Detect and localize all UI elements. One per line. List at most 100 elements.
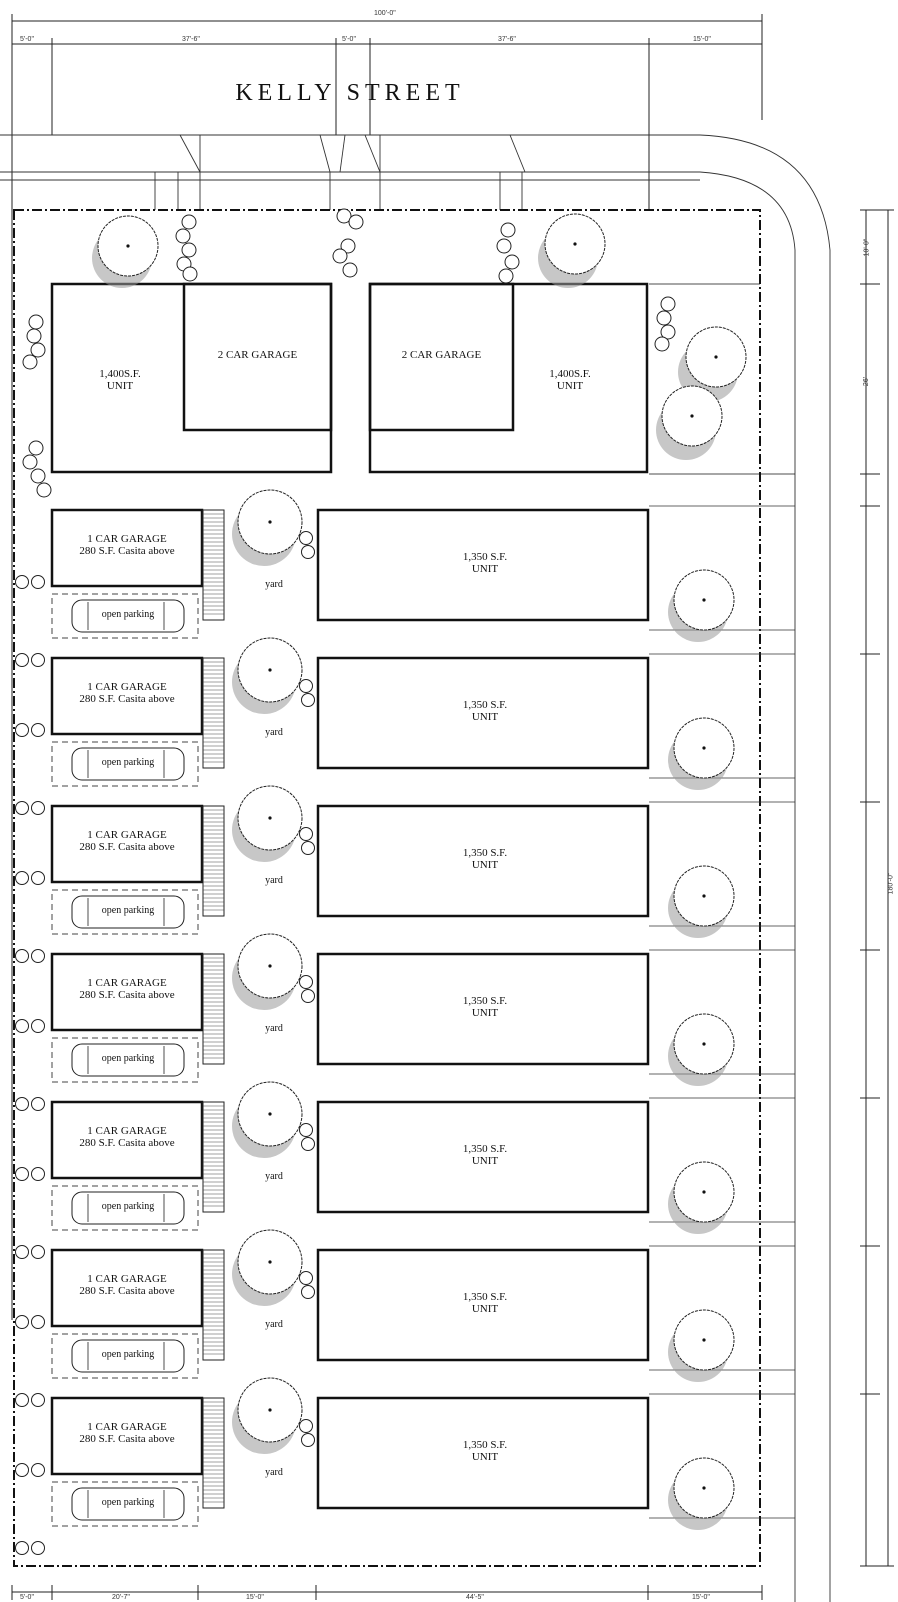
shrub-icon	[31, 1393, 45, 1407]
parking-label: open parking	[101, 609, 155, 620]
shrub-icon	[15, 949, 29, 963]
shrub-icon	[15, 871, 29, 885]
garage-box	[50, 1100, 204, 1180]
unit-label: 1,350 S.F. UNIT	[462, 1143, 508, 1167]
front-trees	[92, 213, 747, 460]
tree-icon	[232, 1377, 303, 1454]
shrub-icon	[31, 949, 45, 963]
dim-top-4: 37'-6"	[498, 36, 516, 43]
car-icon	[71, 1043, 185, 1077]
dim-bottom-1: 5'-0"	[20, 1594, 34, 1601]
parking-label: open parking	[101, 1201, 155, 1212]
shrub-icon	[15, 1097, 29, 1111]
shrub-icon	[15, 575, 29, 589]
parking-boundary	[51, 1037, 199, 1083]
shrub-icon	[301, 693, 315, 707]
tree-icon	[538, 213, 606, 288]
car-icon	[71, 1339, 185, 1373]
front-unit-left-label: 1,400S.F. UNIT	[99, 368, 141, 392]
shrub-icon	[301, 1433, 315, 1447]
dim-top-3: 5'-0"	[342, 36, 356, 43]
tree-icon	[668, 717, 735, 790]
front-units	[50, 282, 795, 475]
front-unit-right-label: 1,400S.F. UNIT	[549, 368, 591, 392]
dim-right-front: 26'	[863, 376, 871, 387]
garage-label: 1 CAR GARAGE 280 S.F. Casita above	[79, 977, 175, 1001]
tree-icon	[92, 215, 159, 288]
tree-icon	[668, 1013, 735, 1086]
tree-icon	[232, 785, 303, 862]
shrub-icon	[15, 653, 29, 667]
front-garage-left-label: 2 CAR GARAGE	[217, 349, 298, 361]
shrub-icon	[15, 1393, 29, 1407]
shrub-icon	[31, 653, 45, 667]
shrub-icon	[31, 1019, 45, 1033]
unit-label: 1,350 S.F. UNIT	[462, 847, 508, 871]
parking-boundary	[51, 889, 199, 935]
unit-box	[316, 804, 650, 918]
yard-label: yard	[265, 1171, 283, 1182]
dim-top-5: 15'-0"	[693, 36, 711, 43]
unit-rows	[15, 489, 880, 1555]
garage-label: 1 CAR GARAGE 280 S.F. Casita above	[79, 1421, 175, 1445]
stair-icon	[202, 953, 225, 1065]
stair-icon	[202, 1249, 225, 1361]
parking-boundary	[51, 1481, 199, 1527]
parking-label: open parking	[101, 1349, 155, 1360]
front-shrubs	[22, 208, 676, 498]
yard-label: yard	[265, 1319, 283, 1330]
street-name: KELLY STREET	[235, 80, 465, 106]
garage-box	[50, 656, 204, 736]
unit-box	[316, 508, 650, 622]
unit-row	[15, 1229, 880, 1407]
stair-icon	[202, 657, 225, 769]
tree-icon	[232, 1081, 303, 1158]
front-garage-right-label: 2 CAR GARAGE	[401, 349, 482, 361]
parking-label: open parking	[101, 757, 155, 768]
shrub-icon	[299, 1271, 313, 1285]
dim-top-overall: 100'-0"	[374, 10, 396, 17]
yard-label: yard	[265, 727, 283, 738]
dim-top-2: 37'-6"	[182, 36, 200, 43]
stair-icon	[202, 509, 225, 621]
unit-row	[15, 933, 880, 1111]
tree-icon	[668, 569, 735, 642]
property-line	[13, 209, 761, 1567]
shrub-icon	[31, 1463, 45, 1477]
car-icon	[71, 895, 185, 929]
yard-label: yard	[265, 1023, 283, 1034]
shrub-icon	[31, 801, 45, 815]
tree-icon	[668, 1457, 735, 1530]
parking-boundary	[51, 1333, 199, 1379]
unit-box	[316, 1248, 650, 1362]
shrub-icon	[299, 1419, 313, 1433]
unit-box	[316, 1396, 650, 1510]
shrub-icon	[299, 531, 313, 545]
dim-bottom-2: 20'-7"	[112, 1594, 130, 1601]
tree-icon	[232, 933, 303, 1010]
shrub-icon	[31, 1167, 45, 1181]
parking-label: open parking	[101, 905, 155, 916]
garage-box	[50, 952, 204, 1032]
parking-label: open parking	[101, 1497, 155, 1508]
dim-bottom-5: 15'-0"	[692, 1594, 710, 1601]
unit-row	[15, 637, 880, 815]
shrub-icon	[15, 1315, 29, 1329]
top-dimension-lines	[11, 14, 763, 1320]
shrub-icon	[301, 1137, 315, 1151]
garage-label: 1 CAR GARAGE 280 S.F. Casita above	[79, 681, 175, 705]
shrub-icon	[299, 827, 313, 841]
unit-label: 1,350 S.F. UNIT	[462, 995, 508, 1019]
unit-box	[316, 952, 650, 1066]
shrub-icon	[299, 679, 313, 693]
shrub-icon	[15, 723, 29, 737]
shrub-icon	[15, 1167, 29, 1181]
shrub-icon	[31, 1541, 45, 1555]
shrub-icon	[299, 975, 313, 989]
stair-icon	[202, 1101, 225, 1213]
shrub-icon	[31, 871, 45, 885]
unit-row	[15, 785, 880, 963]
tree-icon	[668, 865, 735, 938]
shrub-icon	[31, 1315, 45, 1329]
right-dimension-lines	[860, 209, 894, 1567]
